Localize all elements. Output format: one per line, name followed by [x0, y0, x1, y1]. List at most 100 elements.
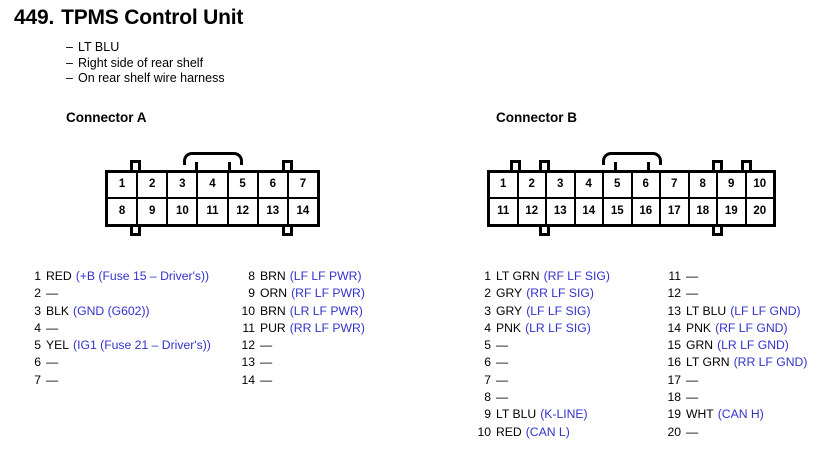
pin-cell[interactable]: 18 — [690, 198, 718, 224]
pin-number: 11 — [668, 269, 681, 283]
pin-wire-color: GRY — [496, 286, 523, 301]
pin-cell[interactable]: 13 — [547, 198, 576, 224]
pin-number: 4 — [34, 320, 41, 335]
pin-number: 18 — [667, 390, 681, 405]
list-item: –On rear shelf wire harness — [66, 71, 225, 87]
pin-wire-color: BRN — [260, 269, 286, 283]
description-list: –LT BLU –Right side of rear shelf –On re… — [66, 40, 225, 87]
pin-unused-dash: — — [686, 372, 699, 387]
pin-list-row: 8— — [472, 389, 610, 406]
pin-number: 12 — [241, 338, 255, 353]
pin-cell[interactable]: 2 — [138, 173, 169, 199]
connector-b-latch — [602, 152, 662, 165]
pin-list-row: 2— — [22, 285, 211, 302]
pin-cell[interactable]: 16 — [633, 198, 661, 224]
pin-unused-dash: — — [496, 390, 509, 405]
pin-number: 11 — [242, 320, 255, 335]
pin-cell[interactable]: 14 — [576, 198, 604, 224]
list-item-label: Right side of rear shelf — [78, 55, 204, 70]
pin-signal-name: (RR LF PWR) — [289, 320, 365, 335]
pin-cell[interactable]: 8 — [689, 173, 718, 199]
pin-cell[interactable]: 12 — [229, 198, 259, 224]
pin-cell[interactable]: 8 — [108, 198, 139, 224]
pin-signal-name: (GND (G602)) — [73, 303, 150, 318]
pin-wire-color: LT BLU — [496, 407, 537, 422]
connector-b-latch-neck — [614, 162, 650, 171]
pin-unused-dash: — — [46, 320, 59, 335]
pin-list-row: 17— — [662, 372, 807, 389]
pin-number: 1 — [484, 269, 491, 283]
pin-wire-color: LT GRN — [686, 355, 730, 370]
pin-cell[interactable]: 1 — [490, 173, 519, 199]
connector-a-tab-bottom-right — [282, 224, 293, 236]
pin-cell[interactable]: 11 — [490, 198, 519, 224]
pin-signal-name: (LF LF SIG) — [526, 303, 591, 318]
pin-list-row: 7— — [472, 372, 610, 389]
pin-signal-name: (K-LINE) — [540, 407, 588, 422]
pin-cell[interactable]: 7 — [288, 173, 317, 199]
pin-wire-color: ORN — [260, 286, 288, 301]
pin-cell[interactable]: 10 — [746, 173, 773, 199]
pin-cell[interactable]: 10 — [168, 198, 199, 224]
pin-cell[interactable]: 3 — [168, 173, 199, 199]
dash-glyph: – — [66, 40, 73, 54]
pin-cell[interactable]: 9 — [138, 198, 169, 224]
pin-cell[interactable]: 6 — [258, 173, 289, 199]
connector-a-row-top: 1 2 3 4 5 6 7 — [108, 173, 317, 199]
pin-cell[interactable]: 11 — [198, 198, 229, 224]
pin-cell[interactable]: 19 — [718, 198, 747, 224]
pin-cell[interactable]: 9 — [718, 173, 747, 199]
pin-cell[interactable]: 14 — [296, 204, 310, 217]
pin-cell[interactable]: 4 — [575, 173, 604, 199]
pin-cell[interactable]: 17 — [661, 198, 690, 224]
connector-a-tab-bottom-left — [130, 224, 141, 236]
pin-number: 2 — [34, 286, 41, 301]
pin-cell[interactable]: 7 — [661, 173, 690, 199]
pin-wire-color: LT BLU — [686, 303, 727, 318]
pin-list-row: 7— — [22, 372, 211, 389]
pin-wire-color: YEL — [46, 338, 70, 353]
pin-number: 7 — [484, 372, 491, 387]
pin-wire-color: PNK — [686, 320, 712, 335]
pin-number: 1 — [34, 269, 41, 283]
pin-number: 5 — [484, 338, 491, 353]
pin-number: 9 — [248, 286, 255, 301]
pin-unused-dash: — — [260, 355, 273, 370]
pin-unused-dash: — — [260, 338, 273, 353]
pin-cell[interactable]: 20 — [753, 204, 767, 217]
pin-signal-name: (LR LF GND) — [717, 338, 789, 353]
pin-cell[interactable]: 1 — [108, 173, 139, 199]
pin-cell[interactable]: 4 — [198, 173, 229, 199]
pin-unused-dash: — — [496, 355, 509, 370]
connector-b-row-bottom: 11 12 13 14 15 16 17 18 19 20 — [490, 198, 773, 224]
pin-unused-dash: — — [496, 338, 509, 353]
pin-cell[interactable]: 2 — [518, 173, 547, 199]
list-item-label: LT BLU — [78, 40, 120, 54]
pin-cell[interactable]: 13 — [259, 198, 289, 224]
connector-b-heading: Connector B — [496, 110, 577, 125]
connector-a-diagram: 1 2 3 4 5 6 7 8 9 10 11 12 13 14 — [105, 150, 320, 245]
pin-signal-name: (IG1 (Fuse 21 – Driver's)) — [73, 338, 211, 353]
pin-cell[interactable]: 6 — [632, 173, 661, 199]
pin-cell[interactable]: 12 — [519, 198, 547, 224]
pin-cell[interactable]: 5 — [228, 173, 259, 199]
pin-number: 6 — [484, 355, 491, 370]
pin-signal-name: (RR LF GND) — [733, 355, 808, 370]
pin-cell[interactable]: 15 — [604, 198, 633, 224]
pin-list-row: 4— — [22, 320, 211, 337]
connector-b-tab-top-3 — [712, 160, 723, 172]
pin-list-row: 5— — [472, 337, 610, 354]
pin-cell[interactable]: 5 — [604, 173, 633, 199]
pin-wire-color: RED — [46, 269, 72, 283]
pin-cell[interactable]: 3 — [547, 173, 576, 199]
pin-number: 7 — [34, 372, 41, 387]
